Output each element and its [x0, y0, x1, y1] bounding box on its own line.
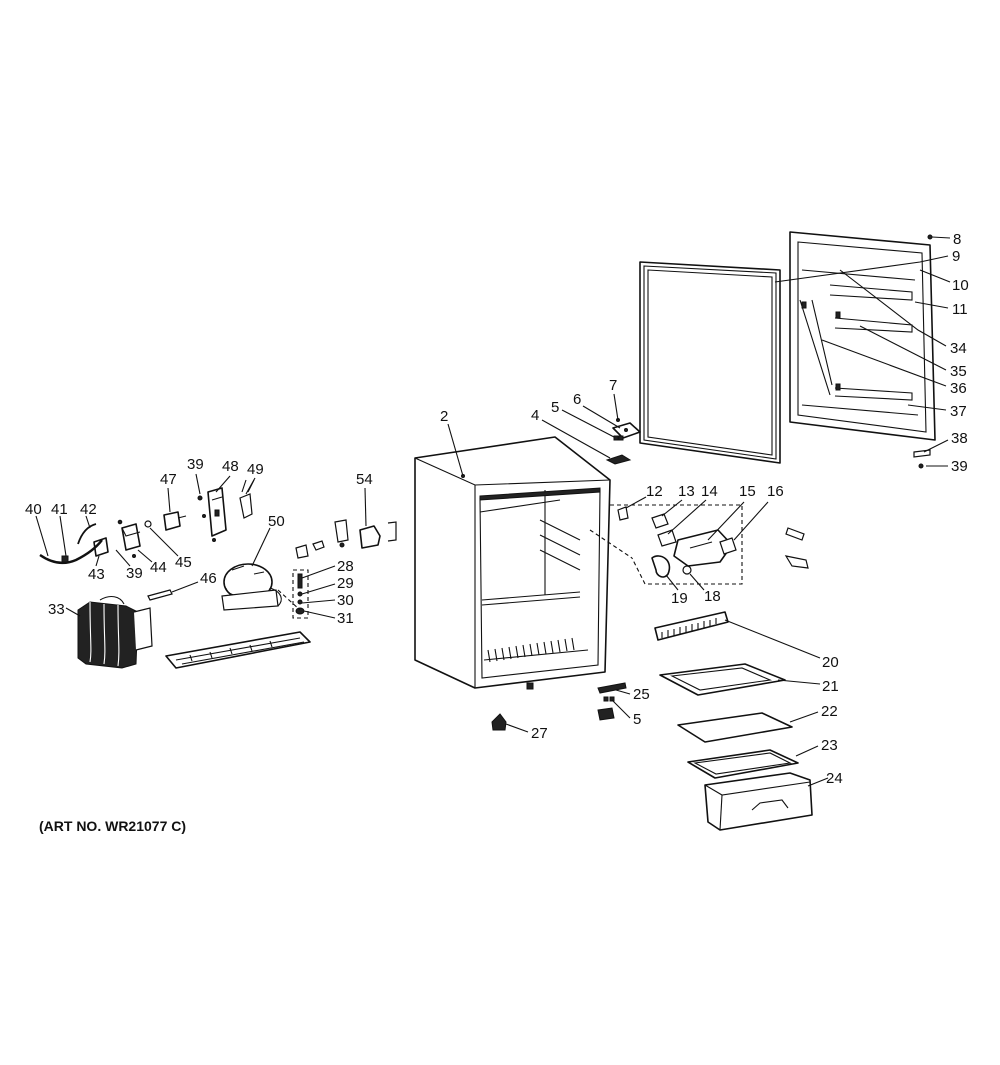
callout-label: 38	[951, 430, 968, 447]
callout-label: 25	[633, 686, 650, 703]
callout-label: 8	[953, 231, 961, 248]
callout-label: 18	[704, 588, 721, 605]
callout-label: 5	[551, 399, 559, 416]
callout-label: 14	[701, 483, 718, 500]
condenser-part	[77, 595, 153, 669]
callout-label: 36	[950, 380, 967, 397]
art-number-label: (ART NO. WR21077 C)	[39, 818, 186, 834]
callout-label: 45	[175, 554, 192, 571]
callout-label: 23	[821, 737, 838, 754]
crisper-cover-part	[654, 611, 729, 641]
callout-labels: 2 4 5 6 7 8 9 10 11 34 35 36 37 38 39 12…	[25, 231, 969, 787]
wire-harness-part	[39, 539, 103, 565]
callout-label: 39	[187, 456, 204, 473]
callout-label: 43	[88, 566, 105, 583]
bottom-hinge-parts	[597, 682, 627, 721]
top-hinge-parts	[605, 418, 641, 465]
callout-label: 44	[150, 559, 167, 576]
leveling-leg-part	[491, 713, 507, 731]
callout-label: 7	[609, 377, 617, 394]
crisper-drawer-part	[704, 772, 813, 831]
callout-label: 10	[952, 277, 969, 294]
callout-label: 35	[950, 363, 967, 380]
callout-label: 42	[80, 501, 97, 518]
callout-label: 13	[678, 483, 695, 500]
callout-label: 15	[739, 483, 756, 500]
leader-lines	[35, 236, 951, 787]
part-49	[239, 493, 253, 519]
callout-label: 49	[247, 461, 264, 478]
glass-shelf-part	[677, 712, 793, 743]
callout-label: 27	[531, 725, 548, 742]
callout-label: 22	[821, 703, 838, 720]
door-gasket-part	[639, 261, 781, 464]
callout-label: 31	[337, 610, 354, 627]
shelf-frame-part	[687, 749, 799, 779]
callout-label: 46	[200, 570, 217, 587]
part-44	[121, 523, 141, 551]
door-part	[789, 231, 936, 441]
callout-label: 34	[950, 340, 967, 357]
callout-label: 33	[48, 601, 65, 618]
dryer-part	[147, 589, 173, 601]
callout-label: 54	[356, 471, 373, 488]
callout-label: 4	[531, 407, 539, 424]
cabinet-floor-grill	[483, 637, 589, 663]
callout-label: 5	[633, 711, 641, 728]
base-plate-part	[165, 631, 311, 669]
callout-label: 39	[951, 458, 968, 475]
callout-label: 29	[337, 575, 354, 592]
callout-label: 48	[222, 458, 239, 475]
callout-label: 20	[822, 654, 839, 671]
callout-label: 2	[440, 408, 448, 425]
callout-label: 50	[268, 513, 285, 530]
callout-label: 41	[51, 501, 68, 518]
callout-label: 9	[952, 248, 960, 265]
callout-label: 30	[337, 592, 354, 609]
callout-label: 28	[337, 558, 354, 575]
cabinet-part	[414, 436, 611, 690]
callout-label: 16	[767, 483, 784, 500]
compressor-part	[221, 563, 301, 611]
part-43	[93, 537, 109, 557]
callout-label: 24	[826, 770, 843, 787]
callout-label: 6	[573, 391, 581, 408]
part-54	[359, 521, 397, 549]
callout-label: 19	[671, 590, 688, 607]
callout-label: 47	[160, 471, 177, 488]
part-48	[207, 487, 227, 537]
callout-label: 12	[646, 483, 663, 500]
callout-label: 40	[25, 501, 42, 518]
thermostat-parts	[589, 504, 743, 585]
callout-label: 39	[126, 565, 143, 582]
part-47	[163, 511, 181, 531]
callout-label: 11	[952, 301, 968, 318]
callout-label: 21	[822, 678, 839, 695]
tray-part	[659, 663, 786, 696]
callout-label: 37	[950, 403, 967, 420]
